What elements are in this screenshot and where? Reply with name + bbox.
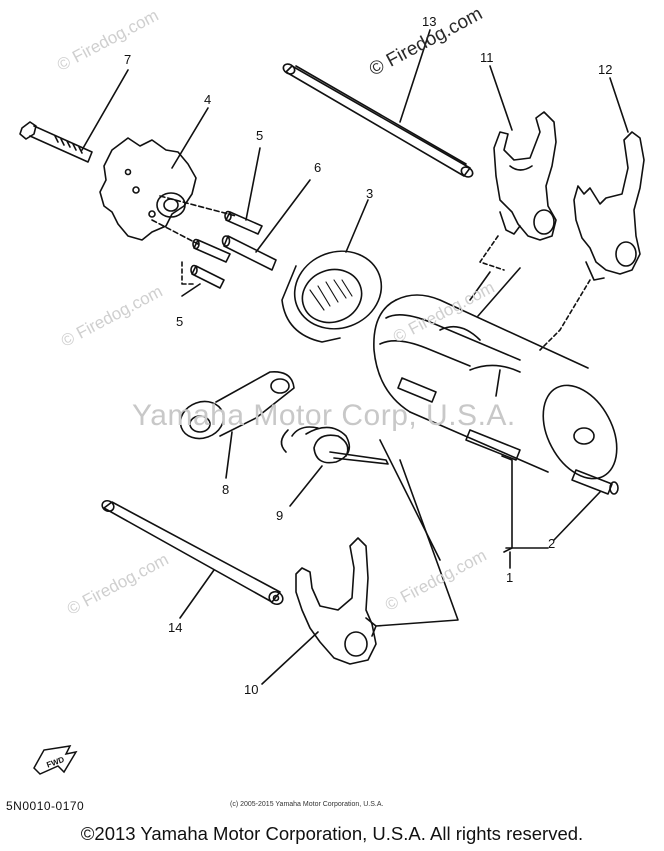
shift-lever-part-8 [179,371,295,440]
center-watermark: Yamaha Motor Corp, U.S.A. [132,399,516,432]
pin-part-5-lower [190,238,231,289]
callout-1: 1 [506,570,514,585]
segment-part-4 [99,137,197,241]
callout-10: 10 [244,682,259,697]
shift-fork-part-11 [493,111,557,241]
footer-copyright: ©2013 Yamaha Motor Corporation, U.S.A. A… [80,823,584,844]
callout-13: 13 [422,14,437,29]
callout-8: 8 [222,482,230,497]
callout-12: 12 [598,62,613,77]
forward-arrow-icon: FWD [33,745,78,775]
callout-6: 6 [314,160,322,175]
shift-fork-part-10 [295,537,377,665]
callout-4: 4 [204,92,212,107]
callout-3: 3 [366,186,374,201]
callout-14: 14 [168,620,183,635]
shift-drum-part-1 [373,294,618,480]
bolt-part-7 [19,121,93,163]
callout-7: 7 [124,52,132,67]
callout-2: 2 [548,536,556,551]
callout-5-lower: 5 [176,314,184,329]
shaft-part-14 [101,499,284,606]
pin-part-6 [221,235,277,271]
callout-9: 9 [276,508,284,523]
callout-5-upper: 5 [256,128,264,143]
shift-fork-part-12 [573,131,645,281]
pin-part-2 [571,469,619,495]
diagram-code: 5N0010-0170 [6,799,85,813]
bearing-part-3 [281,250,383,343]
spring-part-9 [280,426,389,465]
small-copyright: (c) 2005-2015 Yamaha Motor Corporation, … [230,801,384,808]
callout-11: 11 [480,50,494,65]
shaft-part-13 [282,63,474,178]
pin-part-5-upper [224,210,263,235]
